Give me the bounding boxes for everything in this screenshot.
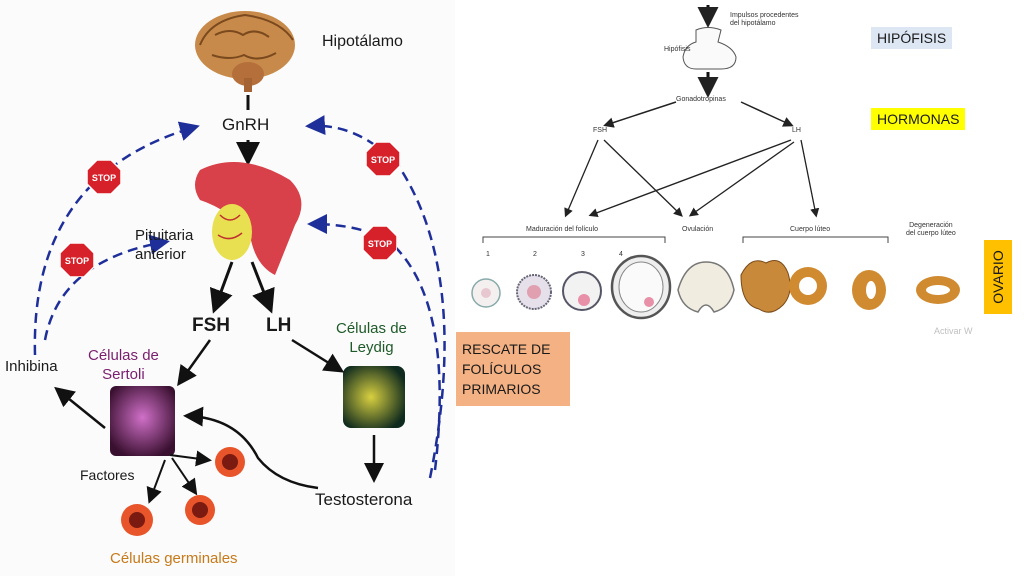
- testosterone-label: Testosterona: [315, 490, 413, 509]
- corpus-luteum-label: Cuerpo lúteo: [790, 226, 831, 233]
- hypothalamus-label: Hipotálamo: [322, 33, 403, 50]
- leydig-cell-icon: [343, 366, 405, 428]
- ovario-tag: OVARIO: [984, 240, 1012, 314]
- maturation-label: Maduración del folículo: [526, 226, 598, 233]
- ovarian-cycle-graphics: 1 2 3 4: [471, 5, 960, 320]
- right-fsh-label: FSH: [593, 127, 607, 134]
- corpus-luteum-stages: [740, 260, 960, 313]
- stop-sign-icon: STOP: [365, 141, 401, 177]
- brain-icon: [195, 11, 295, 92]
- germ-cells-label: Células germinales: [110, 550, 238, 567]
- right-lh-label: LH: [792, 127, 801, 134]
- negative-feedback-arrows: [33, 115, 446, 479]
- gnrh-label: GnRH: [222, 115, 270, 134]
- svg-text:STOP: STOP: [371, 155, 395, 165]
- hypophysis-icon: [682, 27, 737, 70]
- stage-label: 3: [581, 251, 585, 258]
- germ-cells-icon: [121, 447, 245, 536]
- ovario-tag-label: OVARIO: [990, 250, 1006, 304]
- factors-label: Factores: [80, 467, 135, 483]
- svg-text:STOP: STOP: [92, 173, 116, 183]
- inhibin-label: Inhibina: [5, 358, 58, 375]
- male-axis-graphics: [33, 11, 446, 536]
- watermark-text: Activar W: [934, 326, 973, 336]
- stage-label: 1: [486, 251, 490, 258]
- stop-sign-icon: STOP: [59, 242, 95, 278]
- stop-sign-icon: STOP: [362, 225, 398, 261]
- pituitary-icon: [195, 162, 302, 275]
- gonadotropins-label: Gonadotropinas: [676, 96, 726, 103]
- hormonas-tag: HORMONAS: [871, 108, 966, 130]
- ovulation-label: Ovulación: [682, 226, 714, 233]
- hypophysis-small-label: Hipófisis: [664, 46, 691, 53]
- sertoli-cell-icon: [110, 386, 175, 456]
- fsh-label: FSH: [192, 315, 230, 336]
- stage-label: 4: [619, 251, 623, 258]
- stop-sign-icon: STOP: [86, 159, 122, 195]
- stage-label: 2: [533, 251, 537, 258]
- hipofisis-tag: HIPÓFISIS: [871, 27, 953, 49]
- svg-text:STOP: STOP: [368, 239, 392, 249]
- lh-label: LH: [266, 315, 292, 336]
- male-axis-diagram: STOP STOP STOP STOP Hipotálamo GnRH Pitu…: [0, 0, 455, 576]
- follicle-stages: [471, 254, 735, 320]
- svg-text:STOP: STOP: [65, 256, 89, 266]
